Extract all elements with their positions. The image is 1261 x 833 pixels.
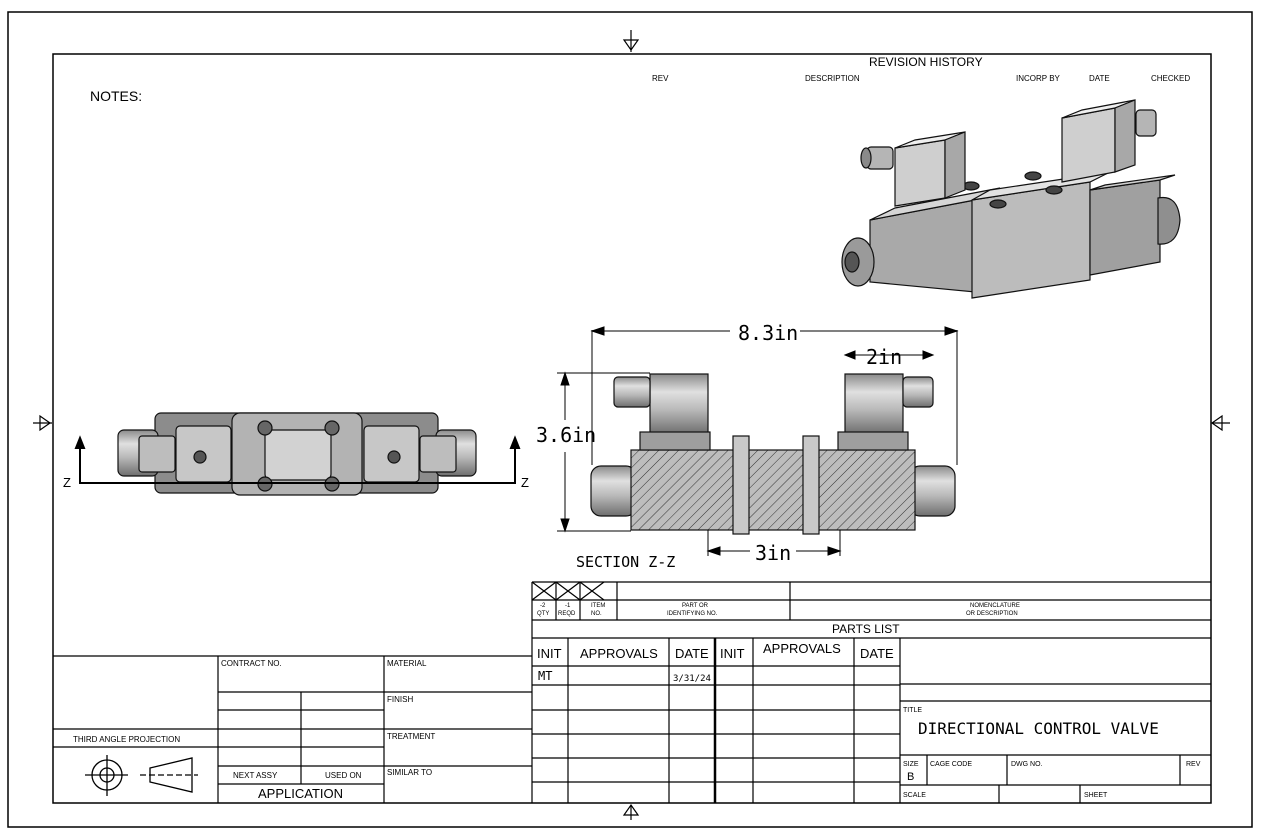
approvals-header-2: APPROVALS: [763, 641, 841, 656]
drawn-date: 3/31/24: [673, 674, 711, 684]
sheet-label: SHEET: [1084, 792, 1108, 799]
material-label: MATERIAL: [387, 659, 427, 668]
init-header: INIT: [537, 646, 562, 661]
valve-section-view: [590, 373, 956, 535]
similar-to-label: SIMILAR TO: [387, 768, 432, 777]
approvals-table: [532, 638, 1211, 803]
overall-length-dimension: 8.3in: [738, 321, 798, 345]
third-angle-label: THIRD ANGLE PROJECTION: [73, 735, 180, 744]
item-label: ITEM: [591, 603, 605, 609]
inner-border: [52, 53, 1212, 804]
drawn-by-init: MT: [538, 669, 552, 683]
nomenclature-label: NOMENCLATURE: [970, 603, 1020, 609]
rev-label: REV: [1186, 761, 1201, 768]
qty-minus1: -1: [565, 603, 571, 609]
scale-label: SCALE: [903, 792, 926, 799]
part-or-label: PART OR: [682, 603, 709, 609]
description-col-header: DESCRIPTION: [805, 74, 860, 83]
init-header-2: INIT: [720, 646, 745, 661]
treatment-label: TREATMENT: [387, 732, 435, 741]
dimension-lines: [557, 326, 959, 556]
incorp-by-col-header: INCORP BY: [1016, 74, 1061, 83]
no-label: NO.: [591, 611, 602, 617]
size-value: B: [907, 771, 914, 783]
finish-label: FINISH: [387, 695, 413, 704]
or-description-label: OR DESCRIPTION: [966, 611, 1018, 617]
rev-col-header: REV: [652, 74, 669, 83]
size-label: SIZE: [903, 761, 919, 768]
next-assy-label: NEXT ASSY: [233, 771, 278, 780]
parts-list-title: PARTS LIST: [832, 622, 900, 636]
title-label: TITLE: [903, 707, 922, 714]
centering-arrow-top: [622, 30, 640, 52]
cut-label-left: Z: [63, 475, 71, 490]
centering-arrow-right: [1210, 414, 1230, 432]
drawing-title: DIRECTIONAL CONTROL VALVE: [918, 719, 1159, 738]
parts-list-table: [531, 581, 1211, 803]
dwg-no-label: DWG NO.: [1011, 761, 1043, 768]
application-label: APPLICATION: [258, 786, 343, 801]
valve-isometric-view: [841, 99, 1181, 299]
projection-symbol-icon: [85, 755, 198, 796]
reqd-label: REQD: [558, 611, 576, 617]
solenoid-width-dimension: 2in: [866, 345, 902, 369]
identifying-no-label: IDENTIFYING NO.: [667, 611, 718, 617]
valve-front-view: [117, 412, 477, 496]
date-header-2: DATE: [860, 646, 894, 661]
checked-col-header: CHECKED: [1151, 74, 1190, 83]
used-on-label: USED ON: [325, 771, 362, 780]
center-spacing-dimension: 3in: [755, 541, 791, 565]
cut-label-right: Z: [521, 475, 529, 490]
section-title: SECTION Z-Z: [576, 553, 675, 571]
revision-history-title: REVISION HISTORY: [869, 55, 983, 69]
contract-block: [53, 655, 532, 803]
centering-arrow-bottom: [622, 803, 640, 820]
date-header: DATE: [675, 646, 709, 661]
date-col-header: DATE: [1089, 74, 1110, 83]
qty-label: QTY: [537, 611, 549, 617]
cage-code-label: CAGE CODE: [930, 761, 972, 768]
approvals-header: APPROVALS: [580, 646, 658, 661]
contract-no-label: CONTRACT NO.: [221, 659, 282, 668]
notes-label: NOTES:: [90, 88, 142, 104]
centering-arrow-left: [33, 414, 52, 432]
qty-minus2: -2: [540, 603, 546, 609]
section-cut-line: [74, 435, 521, 484]
height-dimension: 3.6in: [536, 423, 596, 447]
outer-border: [7, 11, 1253, 828]
